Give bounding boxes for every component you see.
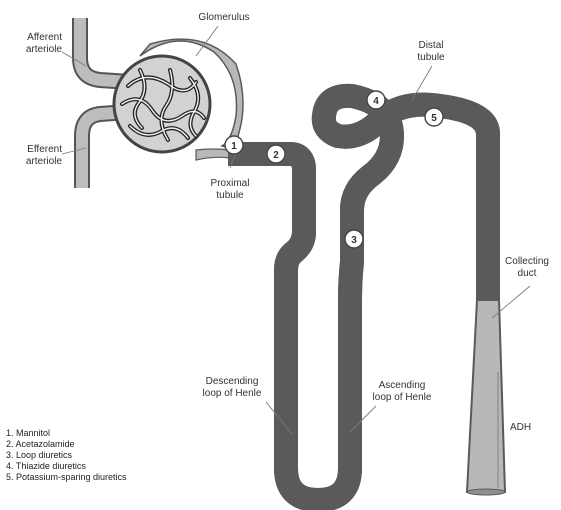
efferent-arteriole-label: Efferent arteriole <box>4 144 62 168</box>
legend-item: 5. Potassium-sparing diuretics <box>6 472 127 483</box>
drug-legend: 1. Mannitol 2. Acetazolamide 3. Loop diu… <box>6 428 127 483</box>
marker-3-label: 3 <box>351 235 357 246</box>
distal-label-line2: tubule <box>406 52 456 64</box>
efferent-label-line2: arteriole <box>4 156 62 168</box>
legend-item: 2. Acetazolamide <box>6 439 127 450</box>
collecting-label-line2: duct <box>496 268 558 280</box>
descending-loop-label: Descending loop of Henle <box>192 376 272 400</box>
legend-item: 1. Mannitol <box>6 428 127 439</box>
distal-tubule-label: Distal tubule <box>406 40 456 64</box>
distal-label-line1: Distal <box>406 40 456 52</box>
collecting-duct <box>467 300 505 492</box>
adh-label: ADH <box>510 422 531 434</box>
afferent-arteriole <box>80 18 130 82</box>
collecting-duct-label: Collecting duct <box>496 256 558 280</box>
afferent-arteriole-label: Afferent arteriole <box>4 32 62 56</box>
marker-1: 1 <box>225 136 243 154</box>
collecting-label-line1: Collecting <box>496 256 558 268</box>
marker-4: 4 <box>367 91 385 109</box>
marker-2: 2 <box>267 145 285 163</box>
proximal-label-line1: Proximal <box>200 178 260 190</box>
ascending-label-line1: Ascending <box>362 380 442 392</box>
marker-4-label: 4 <box>373 96 379 107</box>
descending-label-line2: loop of Henle <box>192 388 272 400</box>
afferent-label-line1: Afferent <box>4 32 62 44</box>
ascending-loop-label: Ascending loop of Henle <box>362 380 442 404</box>
proximal-tubule-label: Proximal tubule <box>200 178 260 202</box>
marker-5-label: 5 <box>431 113 437 124</box>
afferent-label-line2: arteriole <box>4 44 62 56</box>
marker-5: 5 <box>425 108 443 126</box>
proximal-label-line2: tubule <box>200 190 260 202</box>
ascending-label-line2: loop of Henle <box>362 392 442 404</box>
legend-item: 4. Thiazide diuretics <box>6 461 127 472</box>
descending-label-line1: Descending <box>192 376 272 388</box>
marker-2-label: 2 <box>273 150 279 161</box>
marker-3: 3 <box>345 230 363 248</box>
glomerulus-tuft <box>114 56 210 152</box>
capsule-neck <box>196 149 230 160</box>
glomerulus-label: Glomerulus <box>192 12 256 24</box>
collecting-duct-opening <box>467 489 505 495</box>
legend-item: 3. Loop diuretics <box>6 450 127 461</box>
efferent-label-line1: Efferent <box>4 144 62 156</box>
marker-1-label: 1 <box>231 141 237 152</box>
